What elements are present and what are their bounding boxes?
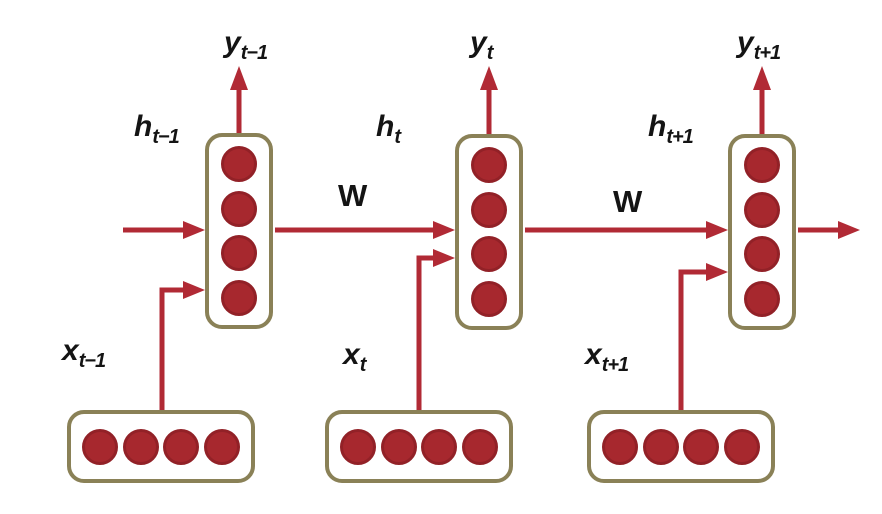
unit-node	[471, 281, 507, 318]
input-label-prev: xt−1	[62, 334, 106, 372]
input-label-cur: xt	[343, 338, 366, 376]
unit-node	[380, 428, 417, 465]
weight-arrow-1	[275, 221, 455, 239]
unit-node	[81, 428, 118, 465]
unit-node	[724, 428, 761, 465]
weight-label-1: W	[338, 178, 368, 213]
output-label-next: yt+1	[737, 26, 781, 64]
unit-node	[221, 190, 257, 227]
unit-node	[744, 236, 780, 273]
unit-node	[642, 428, 679, 465]
unit-node	[462, 428, 499, 465]
unit-node	[204, 428, 241, 465]
unit-node	[471, 236, 507, 273]
unit-node	[339, 428, 376, 465]
hidden-state-box-prev	[205, 133, 273, 329]
output-arrow-cur	[480, 66, 498, 140]
unit-node	[683, 428, 720, 465]
unit-node	[471, 146, 507, 183]
output-label-prev: yt−1	[224, 26, 268, 64]
input-arrow-cur	[416, 249, 455, 410]
unit-node	[744, 146, 780, 183]
unit-node	[601, 428, 638, 465]
hidden-state-box-cur	[455, 134, 523, 330]
recurrent-input-arrow	[123, 221, 205, 239]
unit-node	[221, 280, 257, 317]
output-arrow-next	[753, 66, 771, 140]
input-arrow-next	[678, 263, 728, 410]
hidden-state-box-next	[728, 134, 796, 330]
output-arrow-prev	[230, 66, 248, 140]
weight-label-2: W	[613, 184, 643, 219]
input-box-cur	[325, 410, 513, 483]
unit-node	[221, 235, 257, 272]
hidden-label-prev: ht−1	[134, 110, 180, 148]
input-box-next	[587, 410, 775, 483]
unit-node	[163, 428, 200, 465]
output-label-cur: yt	[470, 26, 493, 64]
input-label-next: xt+1	[585, 338, 629, 376]
unit-node	[122, 428, 159, 465]
unit-node	[471, 191, 507, 228]
unit-node	[421, 428, 458, 465]
unit-node	[744, 191, 780, 228]
hidden-label-next: ht+1	[648, 110, 694, 148]
weight-arrow-2	[525, 221, 728, 239]
unit-node	[221, 145, 257, 182]
unit-node	[744, 281, 780, 318]
hidden-label-cur: ht	[376, 110, 401, 148]
input-arrow-prev	[159, 281, 205, 410]
input-box-prev	[67, 410, 255, 483]
recurrent-output-arrow	[798, 221, 860, 239]
